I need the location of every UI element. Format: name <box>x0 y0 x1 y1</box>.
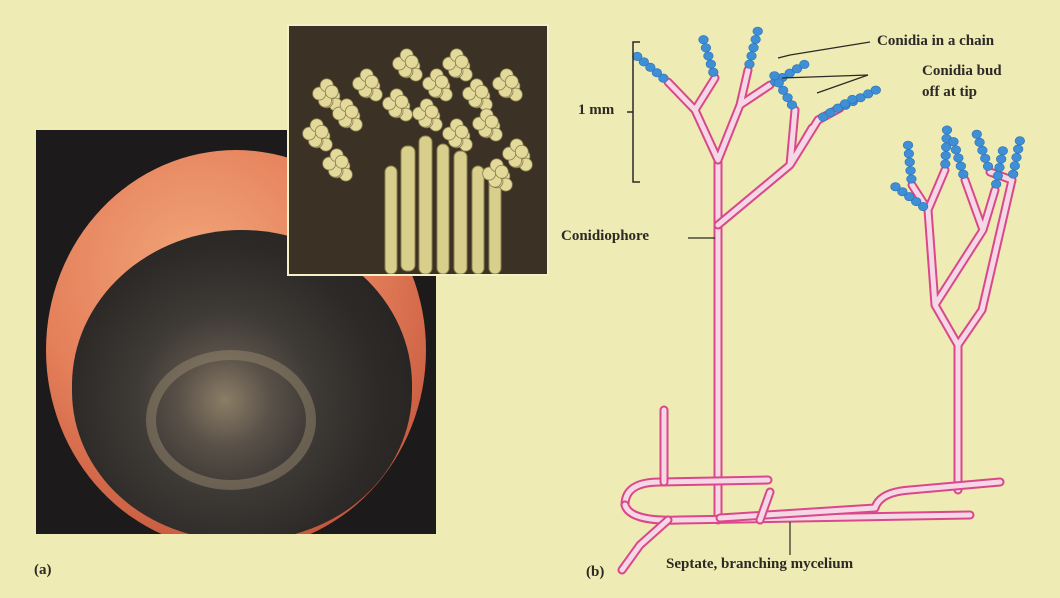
conidium <box>980 154 990 162</box>
conidium <box>942 126 952 134</box>
conidium <box>991 180 1001 188</box>
conidium <box>708 68 718 76</box>
conidium <box>699 35 709 43</box>
conidium <box>891 183 901 191</box>
conidium <box>706 60 716 68</box>
conidia-chain-label: Conidia in a chain <box>877 33 994 50</box>
leader-line-bud <box>782 75 868 78</box>
conidium <box>632 52 642 60</box>
conidium <box>993 172 1003 180</box>
conidium <box>954 154 964 162</box>
conidium <box>753 27 763 35</box>
conidium <box>701 44 711 52</box>
conidium <box>799 60 809 68</box>
conidium <box>951 146 961 154</box>
conidium <box>751 35 761 43</box>
scale-label: 1 mm <box>578 102 614 119</box>
conidium <box>770 72 780 80</box>
conidium <box>747 52 757 60</box>
conidium <box>745 60 755 68</box>
conidium <box>940 160 950 168</box>
conidium <box>996 155 1006 163</box>
conidia-bud-label-line2: off at tip <box>922 84 977 101</box>
conidium <box>972 130 982 138</box>
conidium <box>905 158 915 166</box>
conidium <box>871 86 881 94</box>
conidium <box>847 95 857 103</box>
conidium <box>904 149 914 157</box>
conidium <box>956 162 966 170</box>
conidium <box>907 175 917 183</box>
conidium <box>1013 145 1023 153</box>
conidium <box>1012 153 1022 161</box>
conidium <box>998 147 1008 155</box>
conidiophore-label: Conidiophore <box>561 228 649 245</box>
conidium <box>1015 137 1025 145</box>
panel-b-label: (b) <box>586 564 604 581</box>
conidium <box>995 163 1005 171</box>
conidium <box>749 43 759 51</box>
hypha-1 <box>668 70 770 160</box>
mycelium-label: Septate, branching mycelium <box>666 556 853 573</box>
conidium <box>704 52 714 60</box>
conidium <box>903 141 913 149</box>
scale-bracket <box>627 42 640 182</box>
conidia-bud-label-line1: Conidia bud <box>922 63 1002 80</box>
conidium <box>949 137 959 145</box>
conidium <box>958 170 968 178</box>
conidium <box>983 162 993 170</box>
leader-line-chain <box>790 42 870 55</box>
conidium <box>1010 162 1020 170</box>
conidium <box>906 166 916 174</box>
conidium <box>978 146 988 154</box>
conidium <box>1008 170 1018 178</box>
conidium <box>975 138 985 146</box>
conidium <box>941 151 951 159</box>
panel-a-label: (a) <box>34 562 52 579</box>
